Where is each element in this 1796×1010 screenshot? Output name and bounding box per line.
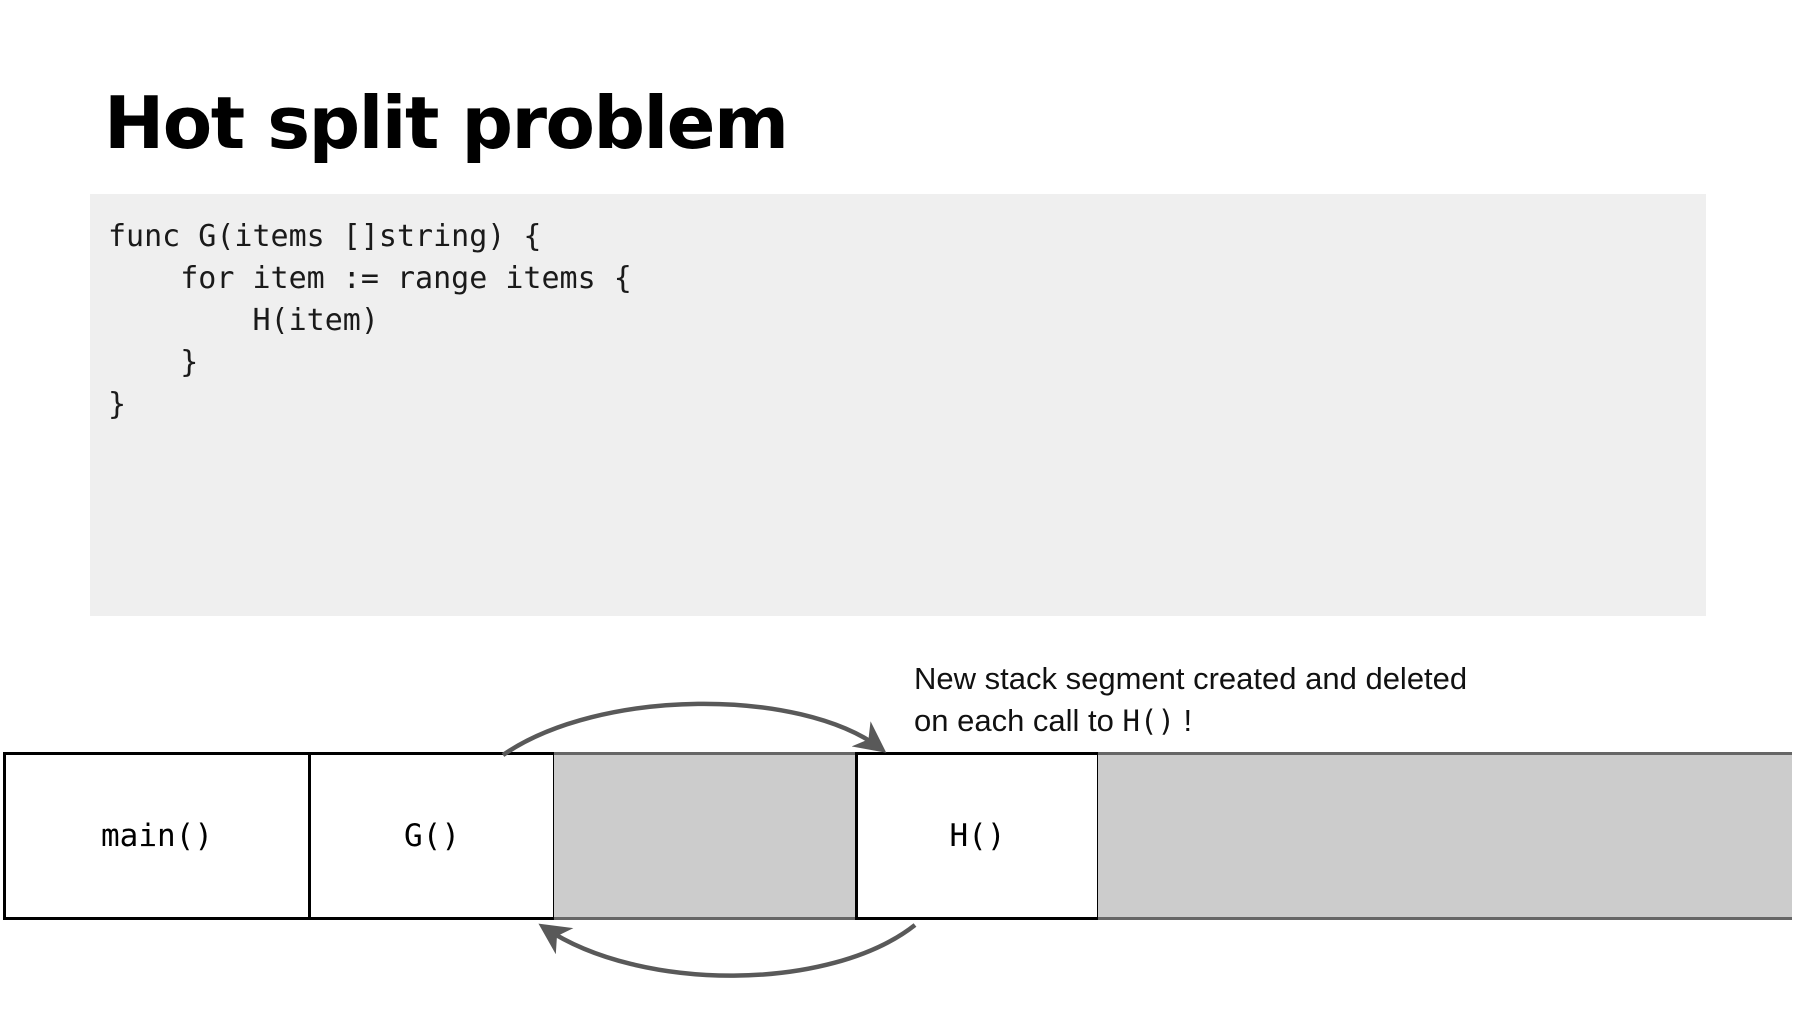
annotation-line-1: New stack segment created and deleted <box>914 661 1468 696</box>
annotation-line-2-suffix: ! <box>1174 703 1193 738</box>
stack-frame-main: main() <box>3 752 311 920</box>
page-title: Hot split problem <box>104 81 789 165</box>
code-text: func G(items []string) { for item := ran… <box>108 219 632 422</box>
stack-segment-left <box>554 752 857 920</box>
annotation-line-2: on each call to H() ! <box>914 700 1594 742</box>
stack-diagram: main() G() H() <box>3 752 1792 920</box>
annotation-line-2-prefix: on each call to <box>914 703 1123 738</box>
create-segment-arrow <box>501 701 887 757</box>
stack-frame-h: H() <box>855 752 1100 920</box>
code-block: func G(items []string) { for item := ran… <box>90 194 1706 616</box>
stack-frame-g: G() <box>308 752 556 920</box>
annotation-callout: New stack segment created and deleted on… <box>914 658 1594 742</box>
annotation-line-2-code: H() <box>1122 704 1175 738</box>
delete-segment-arrow <box>538 923 917 978</box>
stack-segment-right <box>1098 752 1792 920</box>
